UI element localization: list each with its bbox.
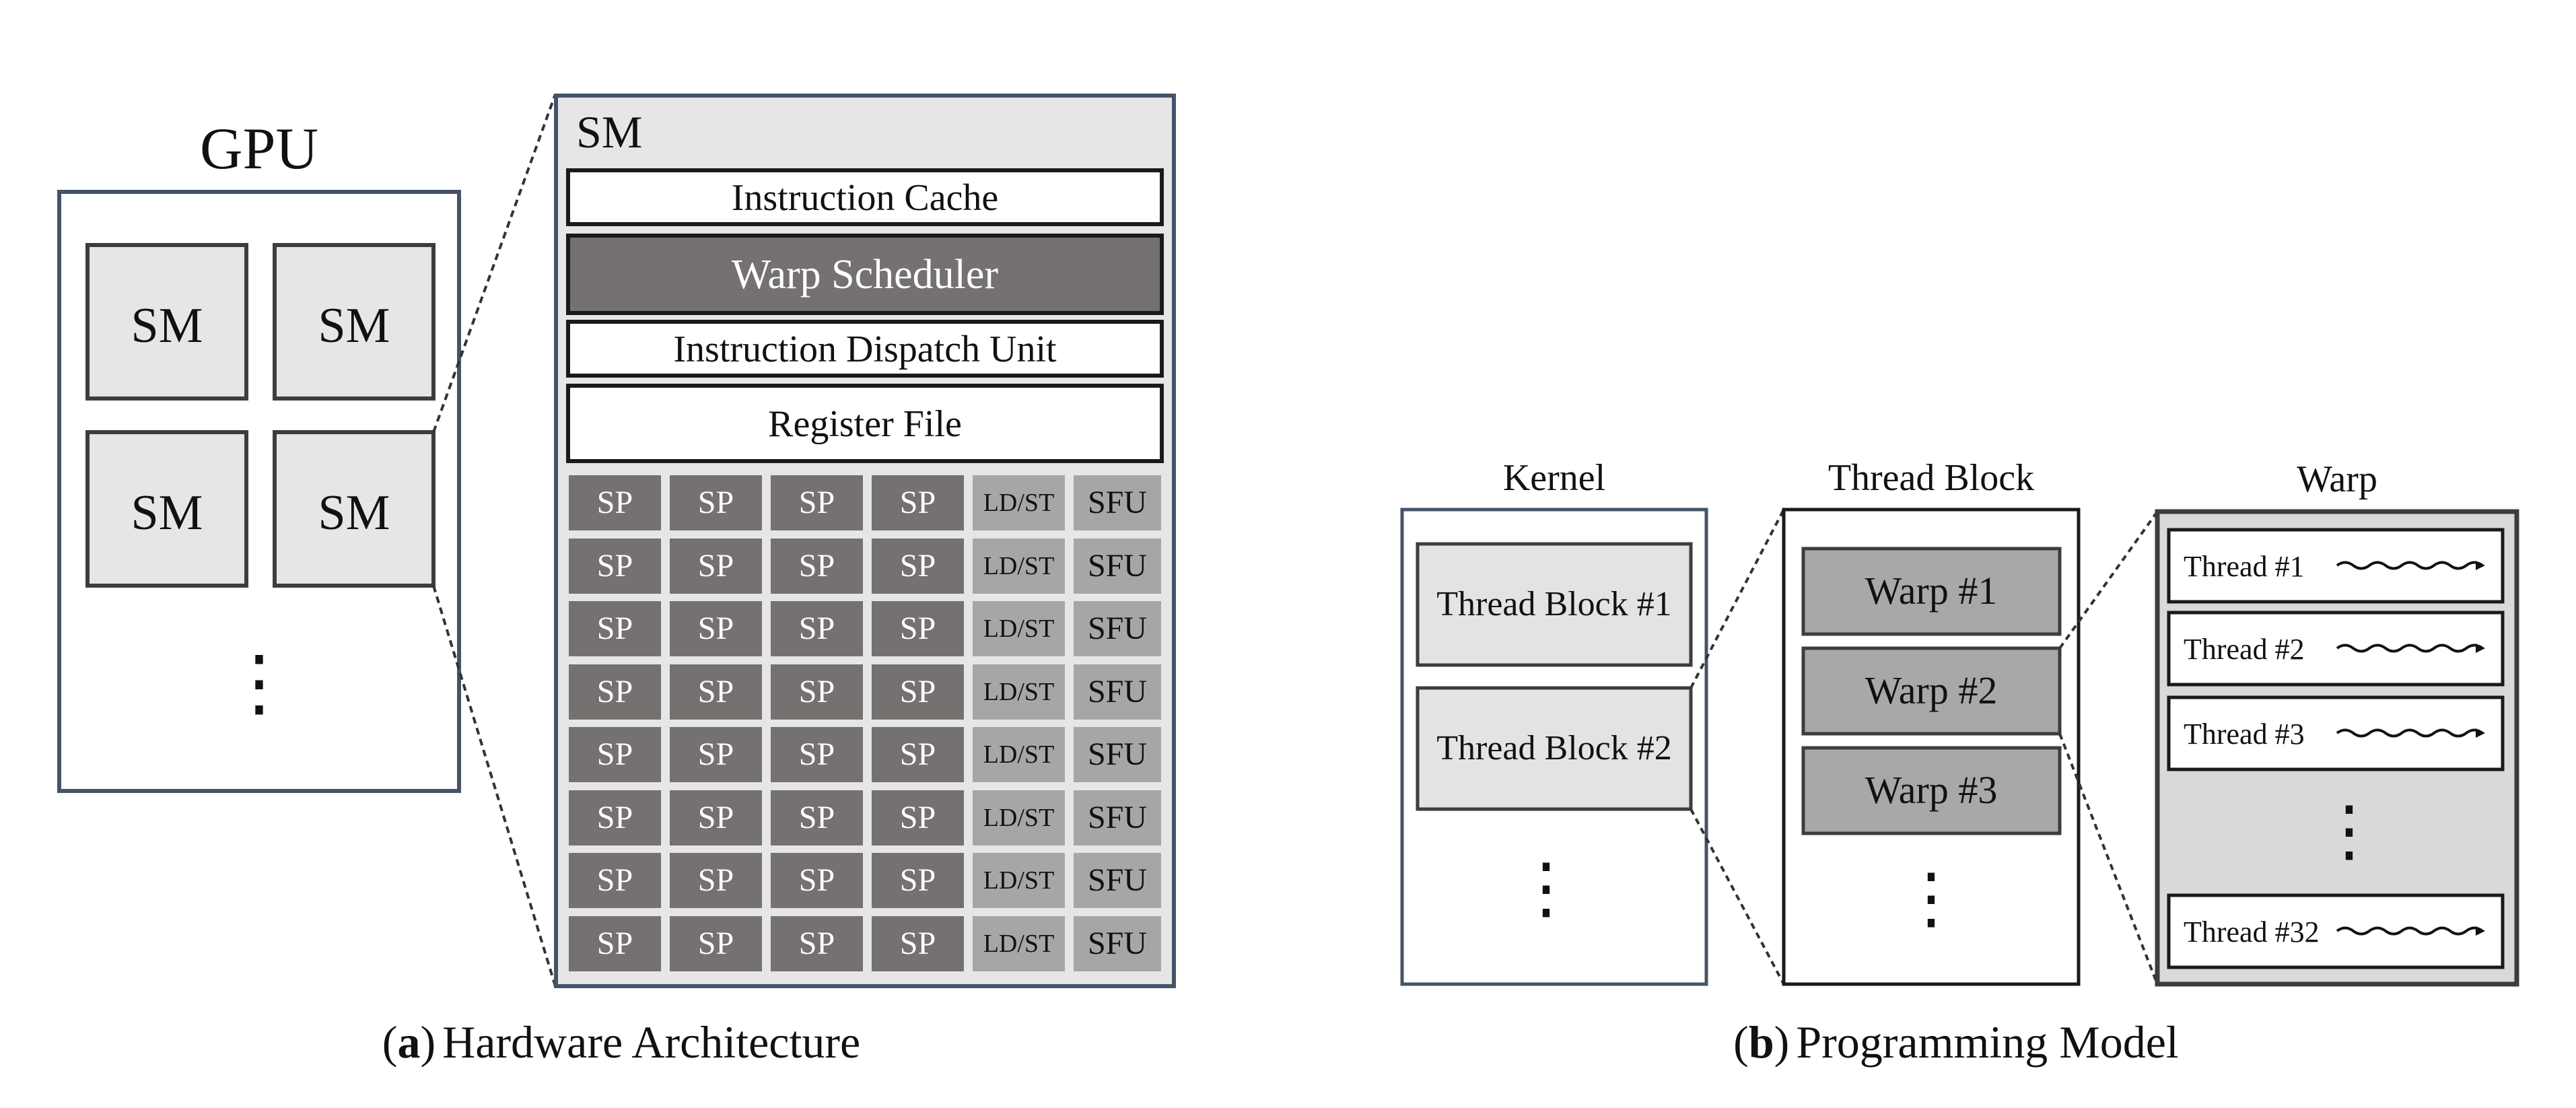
- arrow-head: [2476, 561, 2485, 570]
- zoom-line: [1690, 808, 1785, 985]
- thread-arrow: [2336, 561, 2484, 570]
- thread-3-box: [2167, 695, 2505, 771]
- gpu-sm-cell: [273, 243, 436, 401]
- zoom-line: [432, 94, 557, 433]
- gpu-sm-cell: [273, 430, 436, 588]
- warp-3-box: [1801, 746, 2062, 835]
- warp-2-box: [1801, 646, 2062, 736]
- warp-1-box: [1801, 547, 2062, 636]
- thread-arrow: [2336, 926, 2484, 936]
- zoom-line: [2058, 733, 2159, 985]
- zoom-line: [432, 585, 557, 987]
- thread-2-box: [2167, 611, 2505, 687]
- warp-scheduler-box: [566, 234, 1164, 315]
- arrow-head: [2476, 926, 2485, 936]
- register-file-box: [566, 384, 1164, 463]
- thread-arrow: [2336, 728, 2484, 738]
- dispatch-unit-box: [566, 320, 1164, 378]
- gpu-sm-cell: [85, 243, 248, 401]
- kernel-block-1: [1416, 542, 1693, 667]
- zoom-line: [1690, 509, 1785, 689]
- instruction-cache-box: [566, 168, 1164, 226]
- thread-32-box: [2167, 893, 2505, 969]
- arrow-head: [2476, 644, 2485, 653]
- arrow-head: [2476, 728, 2485, 738]
- thread-arrow: [2336, 644, 2484, 653]
- kernel-block-2: [1416, 686, 1693, 811]
- gpu-sm-cell: [85, 430, 248, 588]
- thread-1-box: [2167, 528, 2505, 604]
- sm-detail-panel: [554, 94, 1176, 988]
